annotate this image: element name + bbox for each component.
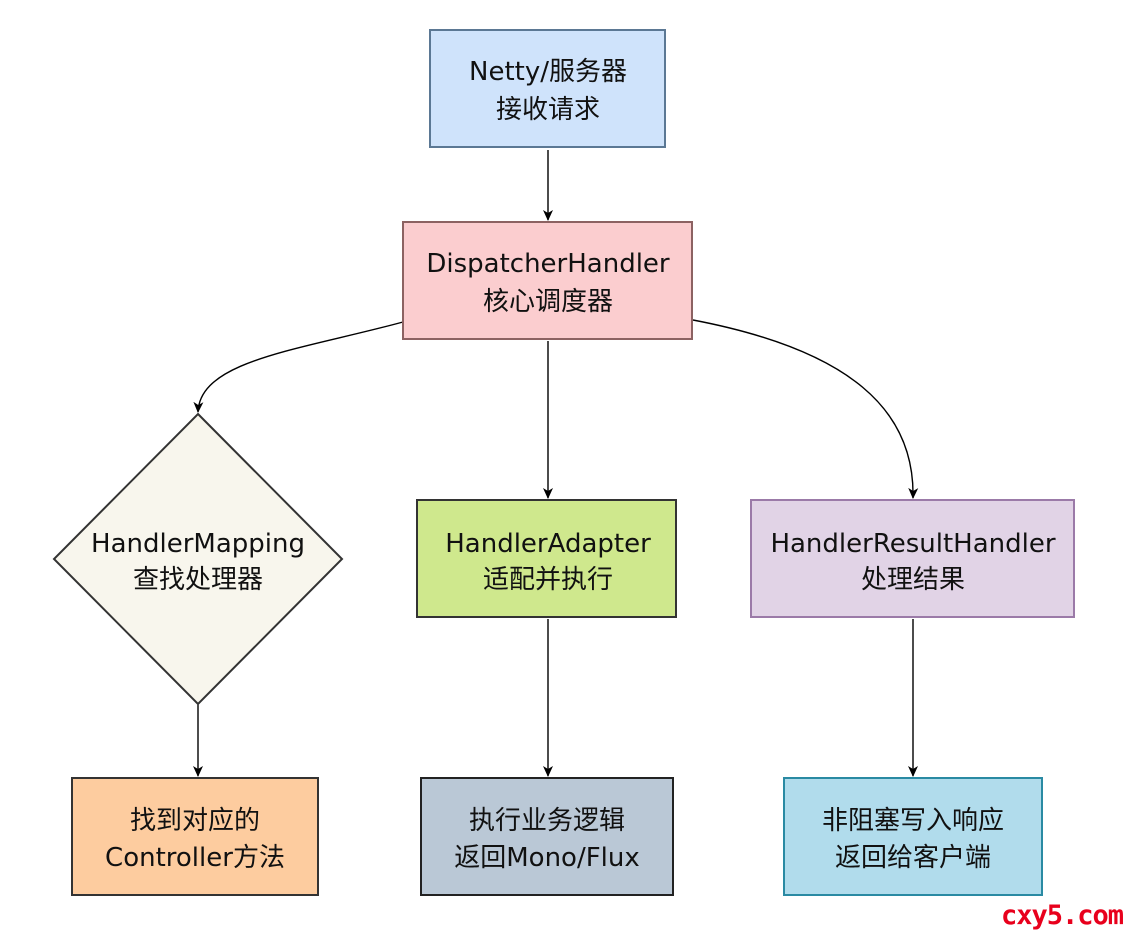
node-adapter: HandlerAdapter 适配并执行	[416, 499, 677, 618]
node-response-shape	[783, 777, 1043, 896]
node-business-shape	[420, 777, 674, 896]
node-controller-shape	[71, 777, 319, 896]
node-result: HandlerResultHandler 处理结果	[750, 499, 1075, 618]
node-adapter-shape	[416, 499, 677, 618]
node-mapping: HandlerMapping 查找处理器	[52, 412, 344, 706]
node-business-line1: 执行业务逻辑	[469, 806, 625, 836]
node-mapping-line2: 查找处理器	[133, 565, 263, 595]
node-dispatcher: DispatcherHandler 核心调度器	[402, 221, 693, 340]
node-mapping-shape	[52, 412, 344, 706]
node-business-line2: 返回Mono/Flux	[454, 843, 640, 873]
node-controller-line1: 找到对应的	[130, 806, 260, 836]
node-netty: Netty/服务器 接收请求	[429, 29, 666, 148]
node-business: 执行业务逻辑 返回Mono/Flux	[420, 777, 674, 896]
edge-dispatcher-to-result	[692, 319, 919, 499]
node-dispatcher-line2: 核心调度器	[483, 287, 613, 317]
node-mapping-line1: HandlerMapping	[91, 529, 305, 559]
node-adapter-line1: HandlerAdapter	[445, 529, 651, 559]
node-controller-line2: Controller方法	[105, 843, 285, 873]
node-result-line2: 处理结果	[861, 565, 965, 595]
node-dispatcher-shape	[402, 221, 693, 340]
node-controller: 找到对应的 Controller方法	[71, 777, 319, 896]
node-result-shape	[750, 499, 1075, 618]
node-response-line2: 返回给客户端	[835, 843, 991, 873]
node-response-line1: 非阻塞写入响应	[822, 806, 1004, 836]
node-dispatcher-line1: DispatcherHandler	[426, 249, 670, 279]
edge-dispatcher-to-mapping	[193, 321, 404, 413]
node-netty-line1: Netty/服务器	[469, 57, 627, 87]
watermark-logo: cxy5.com	[1000, 900, 1124, 932]
node-netty-shape	[429, 29, 666, 148]
node-adapter-line2: 适配并执行	[483, 565, 613, 595]
node-response: 非阻塞写入响应 返回给客户端	[783, 777, 1043, 896]
node-netty-line2: 接收请求	[496, 95, 600, 125]
node-result-line1: HandlerResultHandler	[770, 529, 1055, 559]
